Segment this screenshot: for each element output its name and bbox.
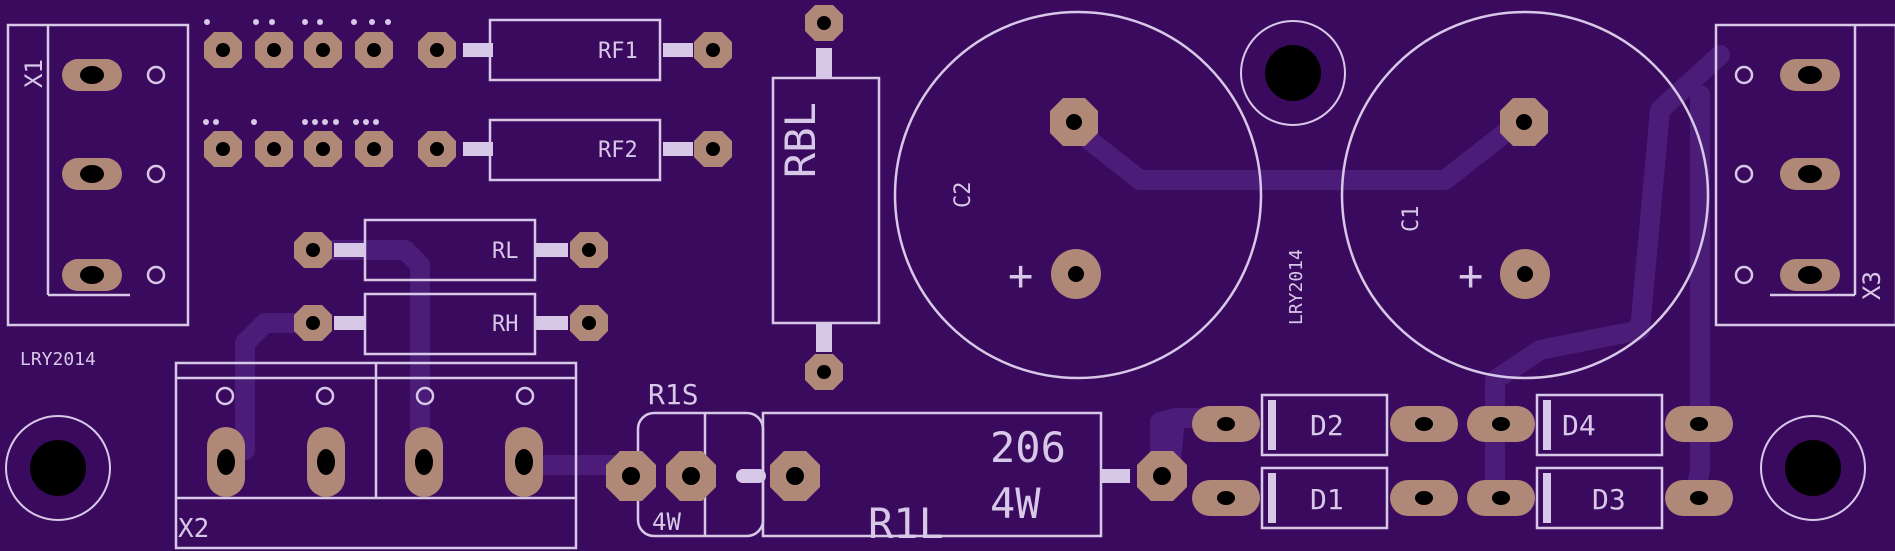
brand-center: LRY2014 bbox=[1286, 249, 1307, 325]
resistor-rf2: RF2 bbox=[418, 118, 732, 182]
r1l-power: 4W bbox=[990, 479, 1041, 528]
r1s-label: R1S bbox=[648, 378, 699, 411]
connector-x3: X3 bbox=[1714, 23, 1895, 327]
rf2-label: RF2 bbox=[598, 138, 638, 163]
rl-label: RL bbox=[492, 239, 519, 264]
c2-plus: + bbox=[1008, 251, 1033, 300]
r1l-label: R1L bbox=[868, 499, 944, 548]
r1l-value: 206 bbox=[990, 423, 1066, 472]
brand-left: LRY2014 bbox=[20, 349, 96, 370]
resistor-r1s: R1S 4W bbox=[606, 378, 765, 538]
x1-label: X1 bbox=[20, 59, 48, 88]
diode-d4: D4 bbox=[1467, 393, 1733, 457]
resistor-rh: RH bbox=[294, 292, 608, 356]
pad-row-top bbox=[204, 19, 393, 68]
x3-label: X3 bbox=[1858, 271, 1886, 300]
resistor-rbl: RBL bbox=[771, 5, 881, 390]
mounting-holes bbox=[5, 20, 1866, 521]
d1-label: D1 bbox=[1310, 483, 1344, 516]
capacitor-c1: C1 + bbox=[1340, 10, 1710, 380]
d4-label: D4 bbox=[1562, 409, 1596, 442]
diode-d2: D2 bbox=[1192, 393, 1458, 457]
d3-label: D3 bbox=[1592, 483, 1626, 516]
pad-row-bottom bbox=[203, 119, 393, 167]
diode-d3: D3 bbox=[1467, 466, 1733, 530]
connector-x2: X2 bbox=[174, 361, 578, 550]
c1-label: C1 bbox=[1399, 206, 1424, 233]
rf1-label: RF1 bbox=[598, 39, 638, 64]
x2-label: X2 bbox=[178, 514, 209, 544]
diode-d1: D1 bbox=[1192, 466, 1458, 530]
c2-label: C2 bbox=[951, 182, 976, 209]
rh-label: RH bbox=[492, 312, 519, 337]
rbl-label: RBL bbox=[776, 102, 825, 178]
r1s-power: 4W bbox=[652, 508, 681, 536]
connector-x1: X1 bbox=[6, 23, 190, 327]
capacitor-c2: C2 + bbox=[893, 10, 1263, 380]
c1-plus: + bbox=[1458, 251, 1483, 300]
resistor-rl: RL bbox=[294, 218, 608, 282]
d2-label: D2 bbox=[1310, 409, 1344, 442]
resistor-rf1: RF1 bbox=[418, 18, 732, 82]
resistor-r1l: 206 4W R1L bbox=[736, 411, 1187, 548]
